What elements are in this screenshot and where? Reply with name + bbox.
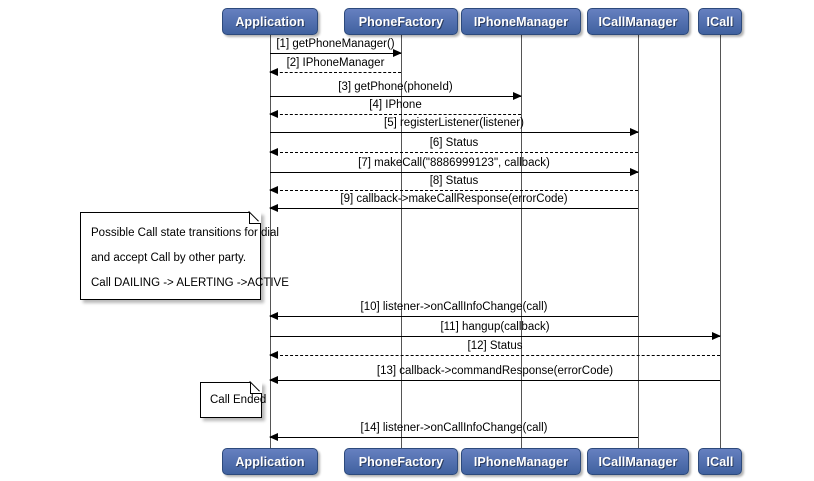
participant-label: PhoneFactory [358, 454, 444, 469]
message-label: [10] listener->onCallInfoChange(call) [360, 301, 548, 313]
message-label: [9] callback->makeCallResponse(errorCode… [340, 193, 568, 205]
note-body: Possible Call state transitions for dial… [81, 213, 289, 302]
message-label: [1] getPhoneManager() [276, 38, 395, 50]
participant-header-icall[interactable]: ICall [698, 8, 742, 35]
arrow-head-icon [269, 203, 278, 212]
participant-label: IPhoneManager [473, 14, 569, 29]
note-fold-corner-icon [249, 212, 261, 224]
arrow-head-icon [630, 167, 639, 176]
arrow-head-icon [513, 91, 522, 100]
message-label: [5] registerListener(listener) [384, 117, 524, 129]
message-label: [14] listener->onCallInfoChange(call) [360, 422, 548, 434]
message-line [270, 53, 401, 54]
message-label: [2] IPhoneManager [286, 57, 385, 69]
arrow-head-icon [269, 67, 278, 76]
message-line [270, 72, 401, 73]
message-4: [4] IPhone [269, 99, 521, 118]
message-line [270, 172, 638, 173]
lifeline-icallmanager [638, 34, 639, 450]
message-line [270, 316, 638, 317]
note-text-line: Possible Call state transitions for dial [91, 227, 279, 239]
participant-label: Application [235, 454, 305, 469]
message-9: [9] callback->makeCallResponse(errorCode… [269, 193, 638, 212]
participant-header-icallmanager[interactable]: ICallManager [587, 8, 689, 35]
participant-footer-icall[interactable]: ICall [698, 448, 742, 475]
message-3: [3] getPhone(phoneId) [270, 81, 522, 100]
note-text-line: Call DAILING -> ALERTING ->ACTIVE [91, 277, 289, 289]
message-line [270, 355, 720, 356]
participant-footer-application[interactable]: Application [222, 448, 318, 475]
note-body: Call Ended [201, 383, 266, 417]
message-line [270, 190, 638, 191]
participant-label: ICall [706, 14, 734, 29]
lifeline-application [270, 34, 271, 450]
message-line [270, 152, 638, 153]
message-5: [5] registerListener(listener) [270, 117, 639, 136]
participant-footer-phonefactory[interactable]: PhoneFactory [344, 448, 458, 475]
arrow-head-icon [269, 375, 278, 384]
participant-header-application[interactable]: Application [222, 8, 318, 35]
message-13: [13] callback->commandResponse(errorCode… [269, 365, 720, 384]
participant-label: ICallManager [598, 454, 678, 469]
message-label: [6] Status [429, 137, 479, 149]
message-1: [1] getPhoneManager() [270, 38, 402, 57]
message-14: [14] listener->onCallInfoChange(call) [269, 422, 638, 441]
arrow-head-icon [269, 147, 278, 156]
arrow-head-icon [269, 311, 278, 320]
participant-footer-icallmanager[interactable]: ICallManager [587, 448, 689, 475]
message-6: [6] Status [269, 137, 638, 156]
arrow-head-icon [269, 350, 278, 359]
note-text-line: and accept Call by other party. [91, 252, 247, 264]
arrow-head-icon [269, 185, 278, 194]
message-line [270, 132, 638, 133]
arrow-head-icon [630, 127, 639, 136]
message-label: [11] hangup(callback) [440, 321, 550, 333]
call-ended-note: Call Ended [200, 382, 266, 418]
participant-header-phonefactory[interactable]: PhoneFactory [344, 8, 458, 35]
lifeline-iphonemanager [521, 34, 522, 450]
participant-label: ICall [706, 454, 734, 469]
message-line [270, 380, 720, 381]
message-7: [7] makeCall("8886999123", callback) [270, 157, 639, 176]
state-transitions-note: Possible Call state transitions for dial… [80, 212, 289, 302]
message-label: [3] getPhone(phoneId) [338, 81, 453, 93]
message-11: [11] hangup(callback) [270, 321, 721, 340]
message-8: [8] Status [269, 175, 638, 194]
lifeline-phonefactory [401, 34, 402, 450]
message-line [270, 208, 638, 209]
message-label: [12] Status [467, 340, 523, 352]
message-line [270, 114, 521, 115]
message-label: [7] makeCall("8886999123", callback) [358, 157, 550, 169]
message-line [270, 96, 521, 97]
participant-label: PhoneFactory [358, 14, 444, 29]
arrow-head-icon [269, 109, 278, 118]
message-line [270, 437, 638, 438]
participant-header-iphonemanager[interactable]: IPhoneManager [461, 8, 581, 35]
note-text-line: Call Ended [210, 394, 267, 406]
participant-label: IPhoneManager [473, 454, 569, 469]
message-label: [4] IPhone [369, 99, 422, 111]
message-line [270, 336, 720, 337]
arrow-head-icon [393, 48, 402, 57]
message-label: [8] Status [429, 175, 479, 187]
participant-label: Application [235, 14, 305, 29]
arrow-head-icon [269, 432, 278, 441]
participant-footer-iphonemanager[interactable]: IPhoneManager [461, 448, 581, 475]
note-fold-corner-icon [250, 382, 262, 394]
message-10: [10] listener->onCallInfoChange(call) [269, 301, 638, 320]
message-12: [12] Status [269, 340, 720, 359]
arrow-head-icon [712, 331, 721, 340]
lifeline-icall [720, 34, 721, 450]
message-2: [2] IPhoneManager [269, 57, 401, 76]
message-label: [13] callback->commandResponse(errorCode… [376, 365, 614, 377]
participant-label: ICallManager [598, 14, 678, 29]
